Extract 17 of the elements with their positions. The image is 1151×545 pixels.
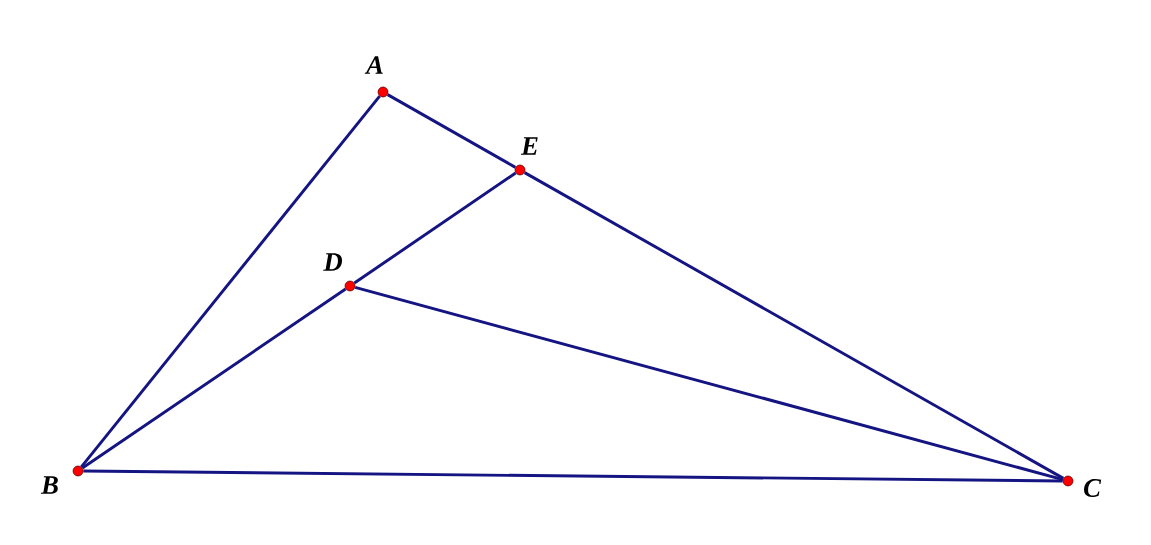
line-segment — [353, 171, 517, 285]
node-label: C — [1084, 479, 1102, 497]
line-segment — [523, 171, 1065, 480]
node-label: D — [323, 253, 343, 271]
line-segment — [354, 285, 1064, 481]
line-segment — [81, 287, 347, 470]
point: A — [364, 56, 389, 98]
line-segment — [83, 469, 1063, 483]
point: B — [40, 465, 84, 494]
node-label: E — [520, 137, 538, 155]
point: C — [1062, 475, 1102, 497]
node-label: A — [364, 56, 383, 74]
line-segment — [386, 93, 517, 169]
point: E — [514, 137, 538, 176]
node-label: B — [40, 476, 58, 494]
line-segment — [80, 95, 381, 468]
point: D — [323, 253, 356, 292]
